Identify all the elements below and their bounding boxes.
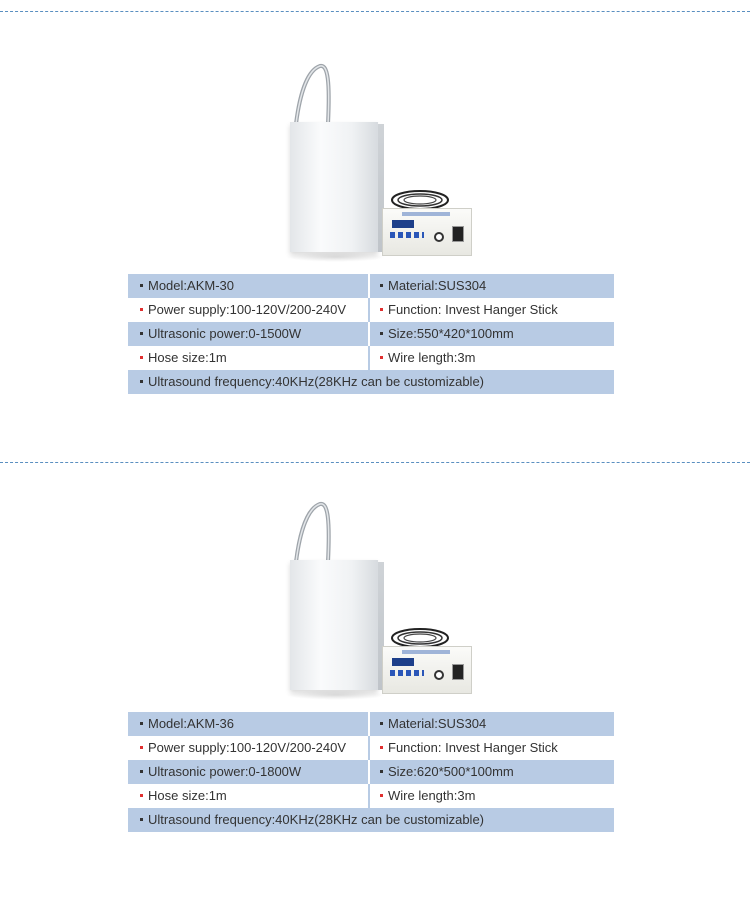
power-switch-icon bbox=[452, 226, 464, 242]
bullet-icon bbox=[140, 308, 143, 312]
bullet-icon bbox=[380, 356, 383, 360]
bullet-icon bbox=[380, 770, 383, 774]
column-separator bbox=[368, 712, 370, 736]
bullet-icon bbox=[140, 794, 143, 798]
bullet-icon bbox=[380, 722, 383, 726]
spec-row: Power supply:100-120V/200-240V Function:… bbox=[128, 298, 614, 322]
panel-shadow bbox=[286, 252, 386, 262]
column-separator bbox=[368, 298, 370, 322]
knob-icon bbox=[434, 670, 444, 680]
middle-divider bbox=[0, 462, 750, 463]
bullet-icon bbox=[140, 284, 143, 288]
generator-label-strip bbox=[402, 650, 450, 654]
bullet-icon bbox=[380, 794, 383, 798]
generator-label-strip bbox=[402, 212, 450, 216]
spec-ultrasonic-power: Ultrasonic power:0-1500W bbox=[148, 326, 302, 341]
knob-icon bbox=[434, 232, 444, 242]
spec-table: Model:AKM-30 Material:SUS304 Power suppl… bbox=[128, 274, 614, 394]
column-separator bbox=[368, 784, 370, 808]
spec-power-supply: Power supply:100-120V/200-240V bbox=[148, 740, 347, 755]
bullet-icon bbox=[140, 746, 143, 750]
generator-unit bbox=[382, 626, 472, 694]
spec-row: Model:AKM-36 Material:SUS304 bbox=[128, 712, 614, 736]
bullet-icon bbox=[140, 380, 143, 384]
spec-row: Ultrasound frequency:40KHz(28KHz can be … bbox=[128, 370, 614, 394]
panel-shadow bbox=[286, 690, 386, 700]
column-separator bbox=[368, 346, 370, 370]
spec-row: Hose size:1m Wire length:3m bbox=[128, 346, 614, 370]
column-separator bbox=[368, 274, 370, 298]
bullet-icon bbox=[380, 746, 383, 750]
spec-wire-length: Wire length:3m bbox=[388, 350, 476, 365]
generator-unit bbox=[382, 188, 472, 256]
transducer-panel-side bbox=[378, 124, 384, 252]
transducer-panel bbox=[290, 560, 378, 690]
product-image bbox=[278, 62, 478, 262]
bullet-icon bbox=[140, 356, 143, 360]
hose-icon bbox=[294, 501, 331, 563]
generator-buttons bbox=[390, 232, 424, 238]
column-separator bbox=[368, 322, 370, 346]
spec-size: Size:620*500*100mm bbox=[388, 764, 514, 779]
generator-display bbox=[392, 658, 414, 666]
spec-hose-size: Hose size:1m bbox=[148, 788, 227, 803]
transducer-panel-side bbox=[378, 562, 384, 690]
spec-function: Function: Invest Hanger Stick bbox=[388, 740, 558, 755]
spec-ultrasonic-power: Ultrasonic power:0-1800W bbox=[148, 764, 302, 779]
spec-power-supply: Power supply:100-120V/200-240V bbox=[148, 302, 347, 317]
spec-function: Function: Invest Hanger Stick bbox=[388, 302, 558, 317]
generator-buttons bbox=[390, 670, 424, 676]
spec-row: Power supply:100-120V/200-240V Function:… bbox=[128, 736, 614, 760]
spec-table: Model:AKM-36 Material:SUS304 Power suppl… bbox=[128, 712, 614, 832]
hose-icon bbox=[294, 63, 331, 125]
column-separator bbox=[368, 736, 370, 760]
spec-row: Hose size:1m Wire length:3m bbox=[128, 784, 614, 808]
top-divider bbox=[0, 11, 750, 12]
spec-hose-size: Hose size:1m bbox=[148, 350, 227, 365]
spec-material: Material:SUS304 bbox=[388, 278, 487, 293]
spec-frequency: Ultrasound frequency:40KHz(28KHz can be … bbox=[148, 812, 485, 827]
column-separator bbox=[368, 760, 370, 784]
power-switch-icon bbox=[452, 664, 464, 680]
product-section-2: Model:AKM-36 Material:SUS304 Power suppl… bbox=[0, 500, 750, 920]
spec-row: Ultrasonic power:0-1800W Size:620*500*10… bbox=[128, 760, 614, 784]
spec-size: Size:550*420*100mm bbox=[388, 326, 514, 341]
spec-row: Ultrasound frequency:40KHz(28KHz can be … bbox=[128, 808, 614, 832]
bullet-icon bbox=[140, 818, 143, 822]
bullet-icon bbox=[140, 770, 143, 774]
spec-row: Ultrasonic power:0-1500W Size:550*420*10… bbox=[128, 322, 614, 346]
bullet-icon bbox=[380, 308, 383, 312]
bullet-icon bbox=[380, 284, 383, 288]
spec-model: Model:AKM-36 bbox=[148, 716, 234, 731]
generator-display bbox=[392, 220, 414, 228]
spec-material: Material:SUS304 bbox=[388, 716, 487, 731]
transducer-panel bbox=[290, 122, 378, 252]
spec-row: Model:AKM-30 Material:SUS304 bbox=[128, 274, 614, 298]
bullet-icon bbox=[140, 722, 143, 726]
spec-model: Model:AKM-30 bbox=[148, 278, 234, 293]
bullet-icon bbox=[380, 332, 383, 336]
product-section-1: Model:AKM-30 Material:SUS304 Power suppl… bbox=[0, 62, 750, 482]
spec-wire-length: Wire length:3m bbox=[388, 788, 476, 803]
spec-frequency: Ultrasound frequency:40KHz(28KHz can be … bbox=[148, 374, 485, 389]
bullet-icon bbox=[140, 332, 143, 336]
product-image bbox=[278, 500, 478, 700]
